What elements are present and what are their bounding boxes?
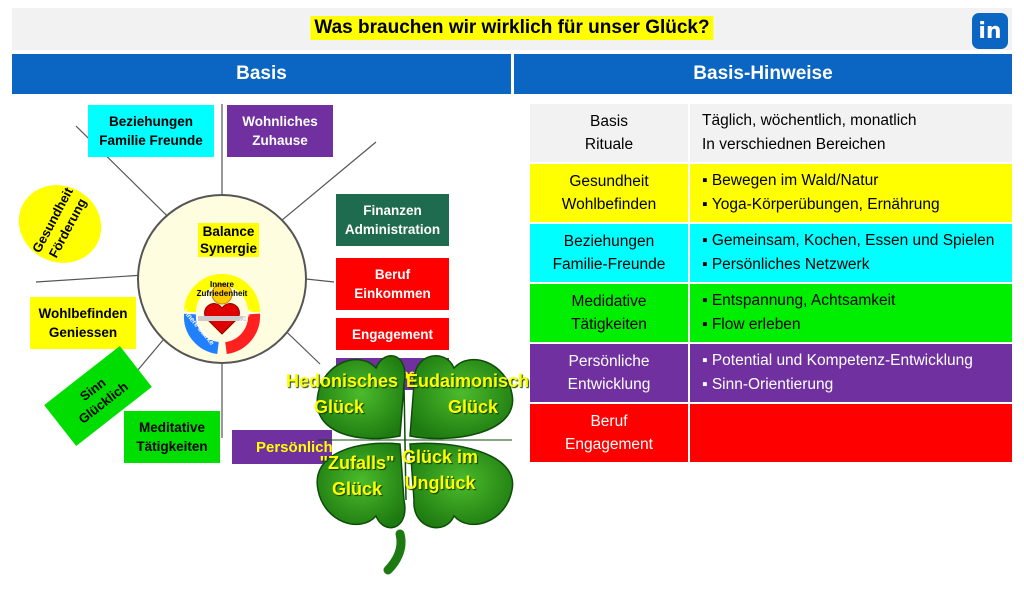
hint-item: In verschiednen Bereichen (702, 136, 886, 153)
heart-emblem-icon (183, 274, 261, 354)
box-finanzen: Finanzen Administration (336, 194, 449, 246)
box-beruf: Beruf Einkommen (336, 258, 449, 310)
box-meditative: Meditative Tätigkeiten (124, 411, 220, 463)
table-cell-hints (688, 404, 1012, 462)
hint-item: Entspannung, Achtsamkeit (702, 289, 1012, 313)
box-beziehungen: Beziehungen Familie Freunde (88, 105, 214, 157)
hint-item: Flow erleben (702, 313, 1012, 337)
box-persoenlich: Persönlich (232, 430, 333, 464)
hint-item: Sinn-Orientierung (702, 373, 1012, 397)
header-basis: Basis (12, 54, 511, 94)
hint-item: Bewegen im Wald/Natur (702, 169, 1012, 193)
box-engagement: Engagement (336, 318, 449, 350)
box-wohlbefinden: Wohlbefinden Geniessen (30, 297, 136, 349)
page-title: Was brauchen wir wirklich für unser Glüc… (310, 16, 714, 40)
table-cell-hints: Täglich, wöchentlich, monatlich In versch… (688, 104, 1012, 162)
ring-label-top: Innere Zufriedenheit (196, 280, 248, 298)
table-cell-hints: Gemeinsam, Kochen, Essen und SpielenPers… (688, 224, 1012, 282)
header-basis-hinweise: Basis-Hinweise (514, 54, 1012, 94)
title-bar: Was brauchen wir wirklich für unser Glüc… (12, 8, 1012, 50)
hint-item: Täglich, wöchentlich, monatlich (702, 112, 917, 129)
clover-zufall: "Zufalls" Glück (319, 453, 395, 499)
table-cell-hints: Entspannung, AchtsamkeitFlow erleben (688, 284, 1012, 342)
table-cell-hints: Potential und Kompetenz-EntwicklungSinn-… (688, 344, 1012, 402)
center-label: Balance Synergie (198, 223, 260, 257)
box-wohnliches: Wohnliches Zuhause (227, 105, 333, 157)
clover-unglueck: Glück im Unglück (401, 447, 479, 493)
hint-item: Potential und Kompetenz-Entwicklung (702, 349, 1012, 373)
clover-eudaimonisch: Eudaimonisches Glück (406, 371, 550, 417)
clover-hedonisch: Hedonisches Glück (286, 371, 399, 417)
four-leaf-clover-icon (316, 355, 514, 575)
hint-item: Persönliches Netzwerk (702, 253, 1012, 277)
linkedin-icon[interactable]: in (972, 13, 1008, 49)
table-cell-hints: Bewegen im Wald/NaturYoga-Körperübungen,… (688, 164, 1012, 222)
hint-item: Yoga-Körperübungen, Ernährung (702, 193, 1012, 217)
hint-item: Gemeinsam, Kochen, Essen und Spielen (702, 229, 1012, 253)
